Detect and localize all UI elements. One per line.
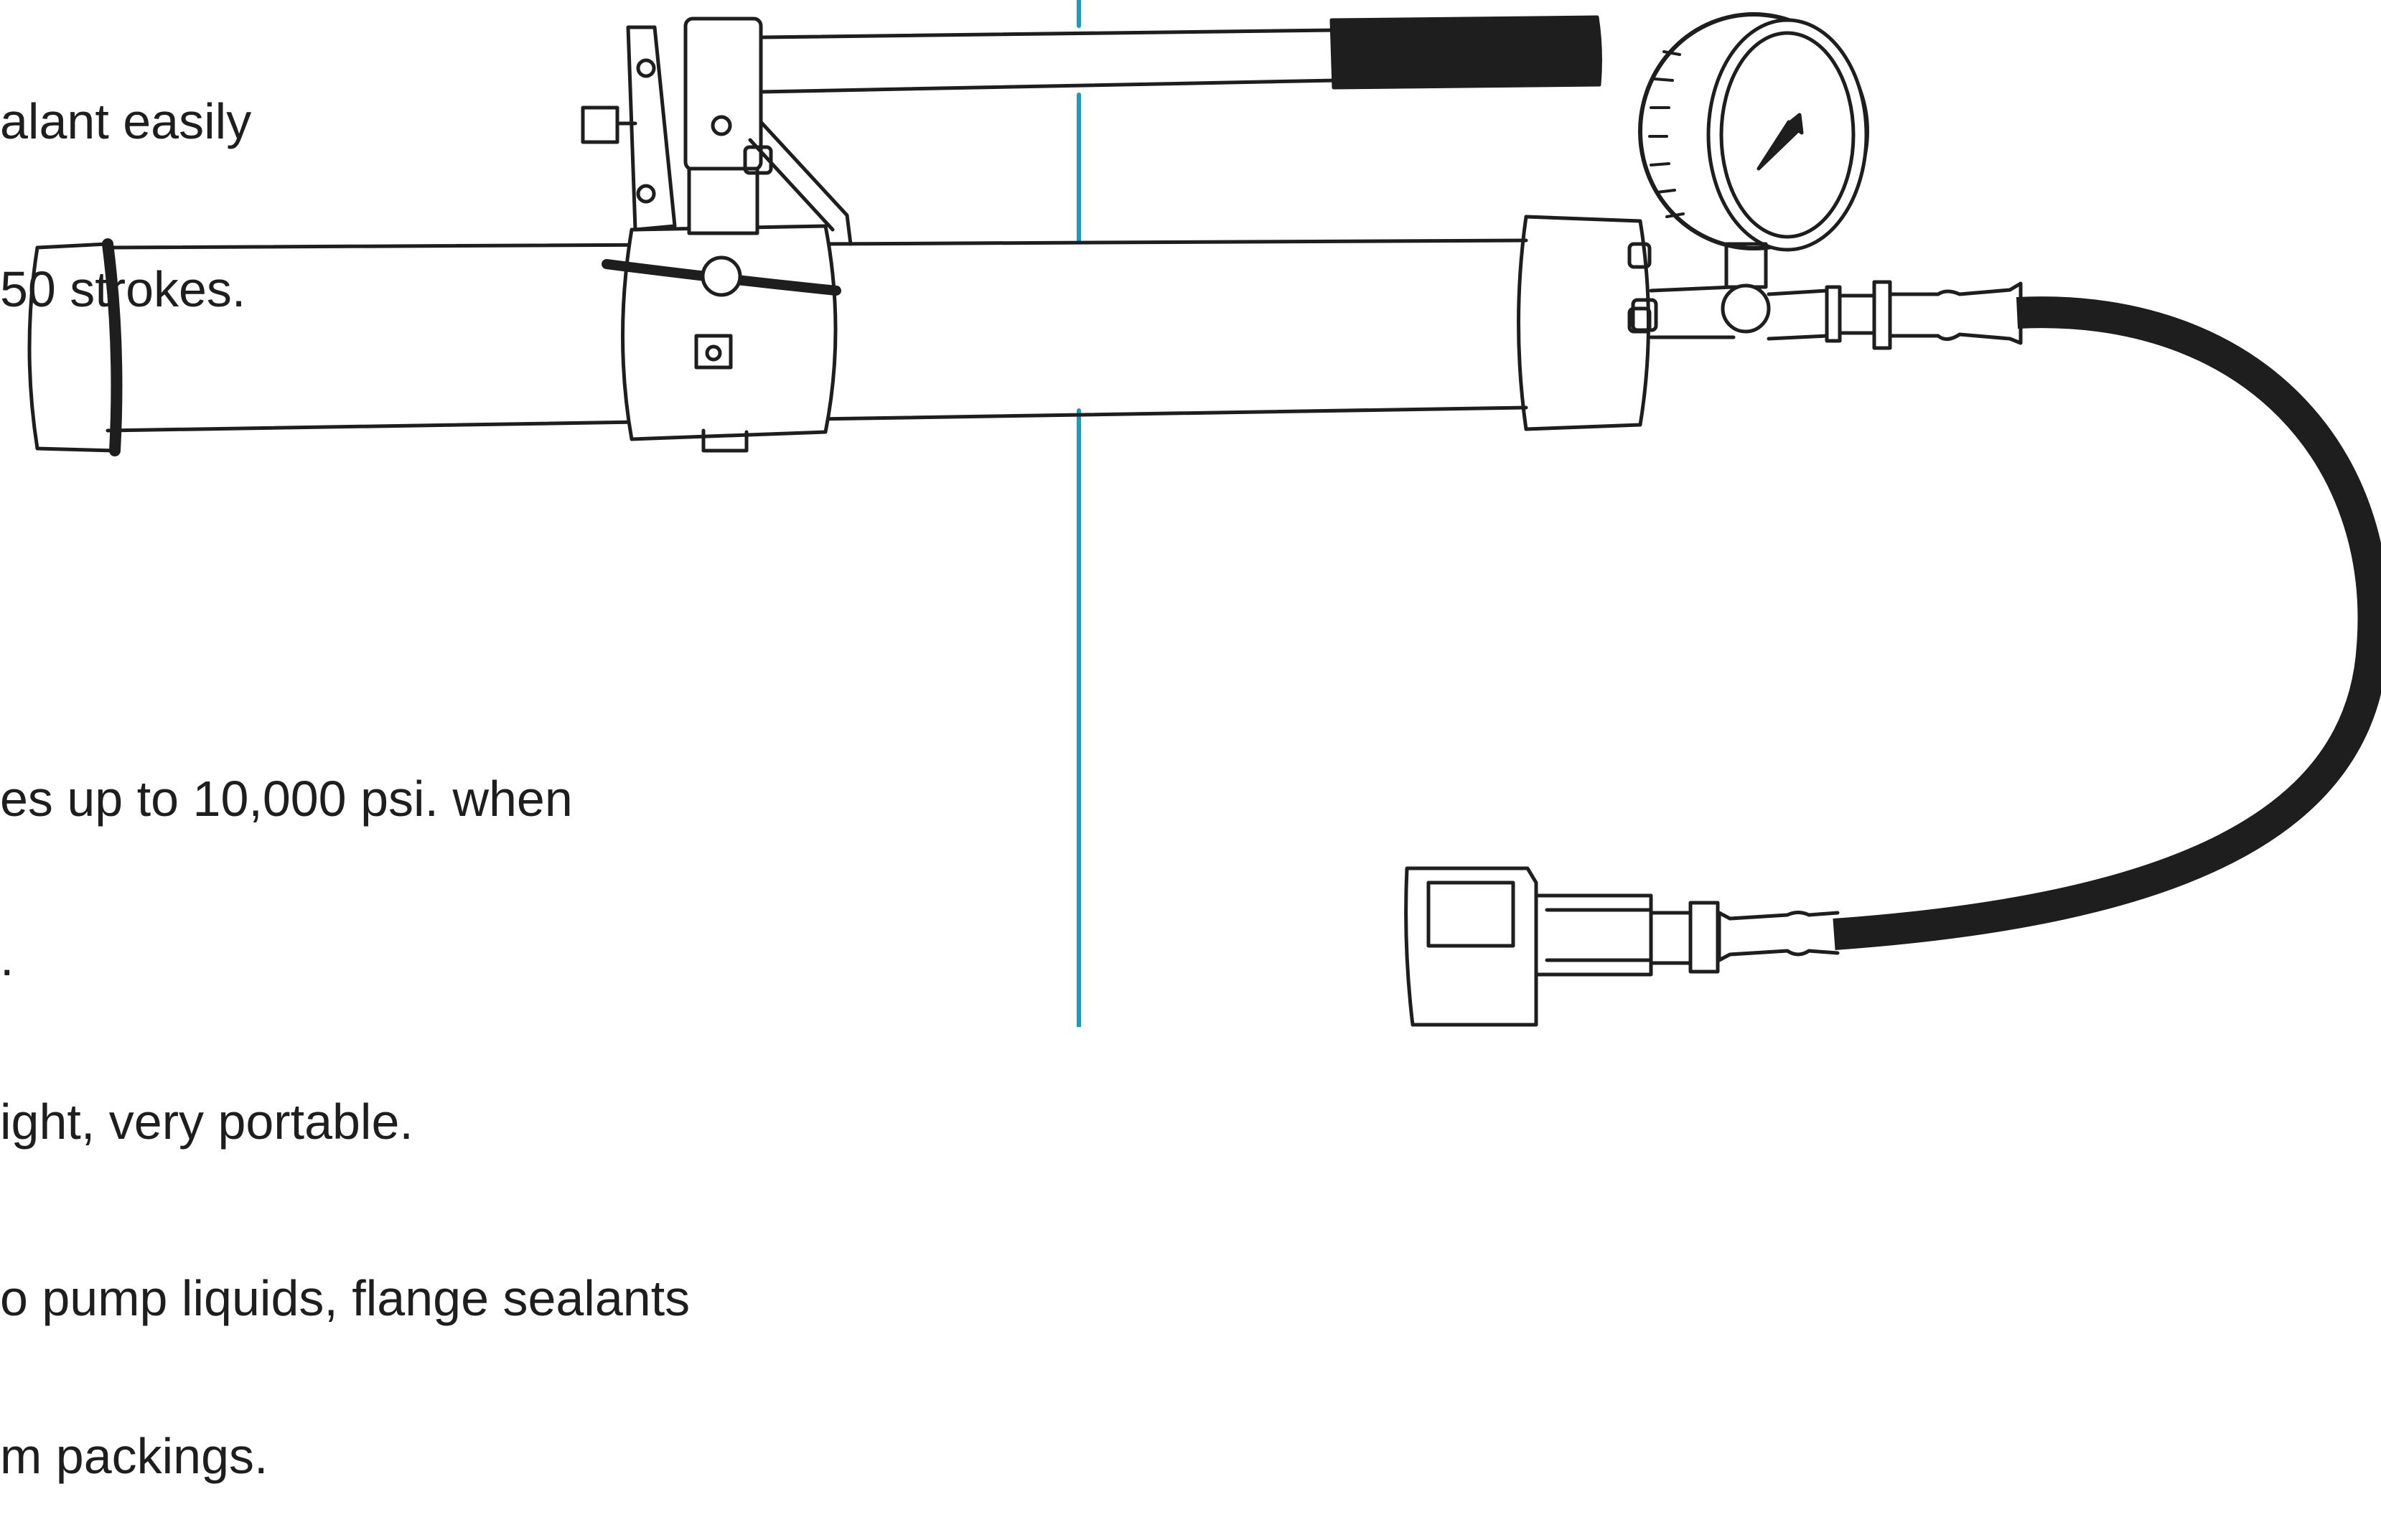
top-text-line-1: alant easily bbox=[0, 93, 252, 149]
handle-grip bbox=[1329, 15, 1602, 90]
tee-fitting bbox=[1631, 242, 2023, 350]
bottom-text-line-1: es up to 10,000 psi. when bbox=[0, 771, 573, 827]
top-text-block: alant easily 50 strokes. bbox=[0, 0, 251, 373]
bottom-text-line-4: o pump liquids, flange sealants bbox=[0, 1270, 691, 1326]
pump-collar bbox=[602, 224, 841, 453]
pressure-gauge bbox=[1638, 12, 1869, 252]
pump-body bbox=[27, 215, 1652, 456]
right-end-cap bbox=[1517, 215, 1650, 431]
hydraulic-hose bbox=[1833, 296, 2381, 950]
pump-handle bbox=[581, 15, 1602, 246]
bottom-text-line-3: ight, very portable. bbox=[0, 1094, 413, 1150]
top-text-line-2: 50 strokes. bbox=[0, 261, 246, 317]
bottom-text-line-2: . bbox=[0, 930, 14, 986]
hose-coupler bbox=[1404, 866, 1840, 1027]
bottom-text-line-5: m packings. bbox=[0, 1428, 268, 1484]
hand-pump-illustration bbox=[27, 0, 2381, 1027]
left-end-cap bbox=[27, 242, 118, 453]
